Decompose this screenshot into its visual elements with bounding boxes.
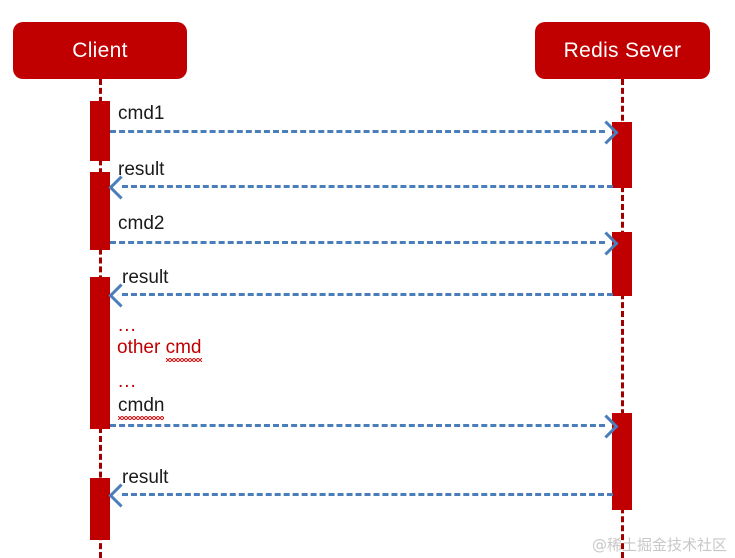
participant-client-label: Client: [72, 39, 128, 62]
note-other-cmd: other cmd: [117, 337, 202, 362]
message-label-result-3: result: [122, 467, 169, 488]
watermark-text: @稀土掘金技术社区: [592, 536, 728, 554]
message-line-result-3: [122, 493, 613, 496]
note-ellipsis-top: ...: [118, 315, 137, 336]
message-label-cmd1: cmd1: [118, 103, 165, 124]
message-line-cmd1: [110, 130, 605, 133]
activation-server-2: [612, 232, 632, 296]
message-line-cmd2: [110, 241, 605, 244]
activation-client-1: [90, 101, 110, 161]
activation-server-3: [612, 413, 632, 510]
note-ellipsis-bottom: ...: [118, 371, 137, 392]
lifeline-redis-server: [621, 79, 624, 558]
participant-redis-server-label: Redis Sever: [563, 39, 682, 62]
message-label-cmdn-spellcheck-word: cmdn: [118, 395, 165, 420]
note-other-cmd-spellcheck-word: cmd: [165, 337, 202, 362]
activation-client-4: [90, 478, 110, 540]
participant-client[interactable]: Client: [13, 22, 187, 79]
activation-client-3: [90, 277, 110, 429]
message-label-cmd2: cmd2: [118, 213, 165, 234]
message-label-cmdn: cmdn: [118, 395, 165, 420]
participant-redis-server[interactable]: Redis Sever: [535, 22, 710, 79]
message-label-result-1: result: [118, 159, 165, 180]
activation-server-1: [612, 122, 632, 188]
message-line-cmdn: [110, 424, 605, 427]
note-other-cmd-prefix: other: [117, 337, 166, 358]
message-line-result-1: [122, 185, 613, 188]
activation-client-2: [90, 172, 110, 250]
message-label-result-2: result: [122, 267, 169, 288]
message-line-result-2: [122, 293, 613, 296]
